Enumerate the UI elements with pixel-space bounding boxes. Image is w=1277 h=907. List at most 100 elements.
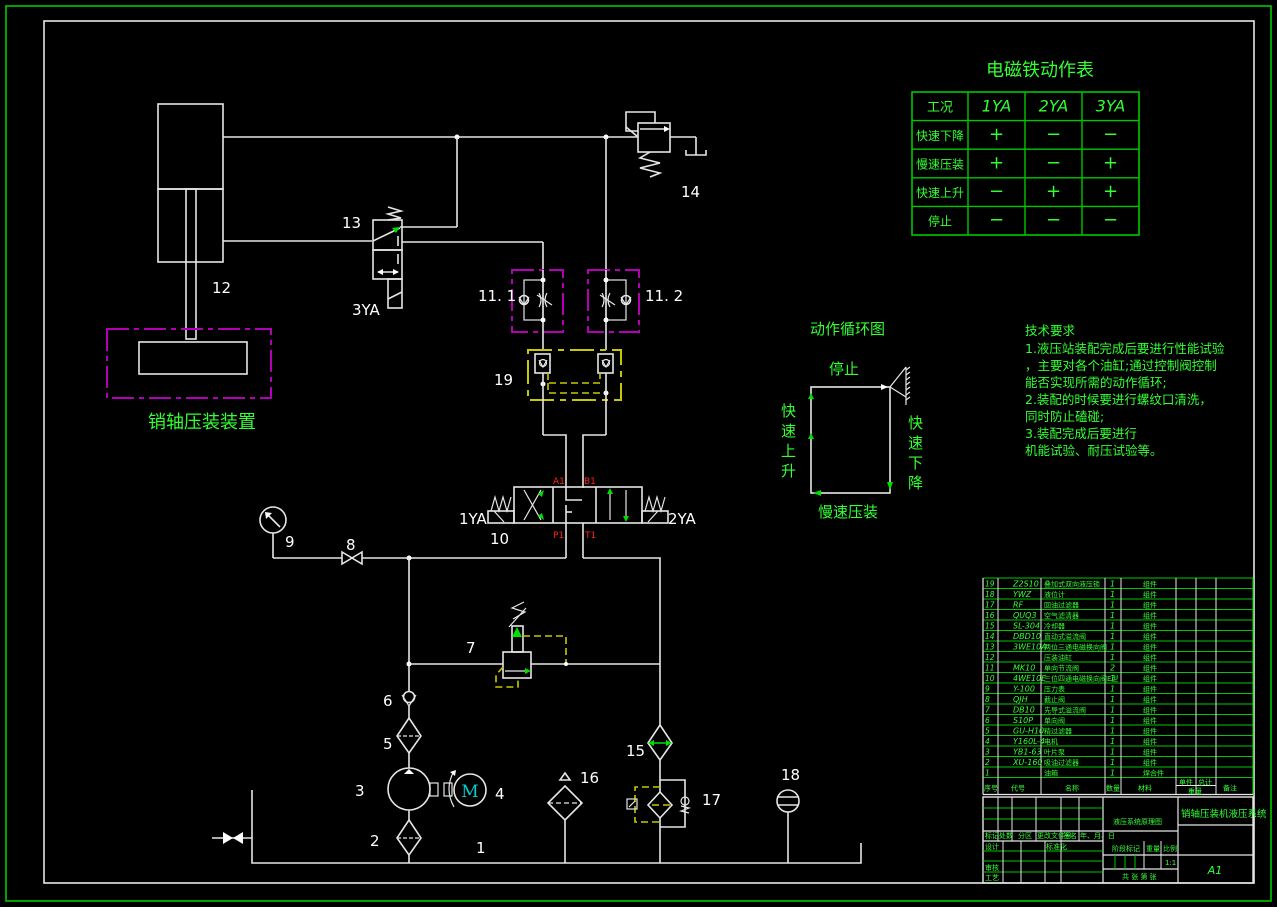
parts-code: S10P xyxy=(1013,716,1033,725)
parts-no: 10 xyxy=(985,674,995,683)
parts-list-header: 数量 xyxy=(1106,784,1120,793)
tech-req-line: 同时防止磕碰; xyxy=(1025,409,1104,424)
parts-no: 14 xyxy=(985,632,995,641)
pressure-gauge-9 xyxy=(259,506,287,558)
label-c5: 5 xyxy=(383,735,393,753)
parts-qty: 1 xyxy=(1110,611,1115,620)
parts-no: 12 xyxy=(985,653,995,662)
solenoid-table-header: 2YA xyxy=(1039,96,1069,115)
cycle-right-char: 下 xyxy=(908,454,923,472)
port-b1: B1 xyxy=(584,477,596,487)
parts-qty: 1 xyxy=(1110,643,1115,652)
parts-type: 组件 xyxy=(1143,758,1157,767)
parts-no: 1 xyxy=(985,769,990,778)
parts-list-header: 材料 xyxy=(1138,784,1152,793)
cycle-left-char: 升 xyxy=(781,462,796,480)
label-c12: 12 xyxy=(212,279,231,297)
solenoid-table-cell: + xyxy=(989,124,1004,145)
parts-type: 组件 xyxy=(1143,716,1157,725)
parts-code: QJH xyxy=(1013,695,1028,704)
tech-req-line: 机能试验、耐压试验等。 xyxy=(1025,443,1163,458)
tb-scale-value: 1:1 xyxy=(1165,859,1176,867)
parts-qty: 1 xyxy=(1110,685,1115,694)
parts-code: Z2S10 xyxy=(1012,580,1039,589)
cycle-diagram xyxy=(808,366,911,496)
tech-req-line: 能否实现所需的动作循环; xyxy=(1025,375,1167,390)
tb-date: 年、月、日 xyxy=(1080,831,1115,840)
stop-valve-8 xyxy=(273,550,409,566)
parts-type: 组件 xyxy=(1143,674,1157,683)
parts-list-header: 代号 xyxy=(1011,784,1025,793)
tech-req-line: 2.装配的时候要进行螺纹口清洗， xyxy=(1025,392,1212,407)
parts-code: Y160L-4 xyxy=(1013,737,1045,746)
throttle-check-valve-11-2 xyxy=(587,269,640,350)
label-c13: 13 xyxy=(342,214,361,232)
parts-type: 组件 xyxy=(1143,611,1157,620)
tb-sheets: 共 张 第 张 xyxy=(1122,872,1157,881)
solenoid-table-cell: 快速上升 xyxy=(916,186,964,200)
tb-sign: 签名 xyxy=(1063,831,1077,840)
tech-req-line: ，主要对各个油缸;通过控制阀控制 xyxy=(1025,358,1217,373)
cycle-slow-press-label: 慢速压装 xyxy=(818,503,878,521)
parts-name: 压装油缸 xyxy=(1044,653,1072,662)
parts-qty: 1 xyxy=(1110,769,1115,778)
hydraulic-lock-19 xyxy=(527,349,622,435)
solenoid-table-header: 3YA xyxy=(1096,96,1126,115)
label-3ya: 3YA xyxy=(352,301,381,319)
cycle-right-char: 速 xyxy=(908,434,923,452)
parts-code: QUQ3 xyxy=(1013,611,1037,620)
parts-name: 先导式溢流阀 xyxy=(1044,706,1086,715)
parts-code: 4WE10E xyxy=(1013,674,1047,683)
parts-qty: 1 xyxy=(1110,716,1115,725)
cycle-left-char: 速 xyxy=(781,422,796,440)
port-p1: P1 xyxy=(553,531,564,541)
outer-frame xyxy=(5,5,1272,902)
parts-code: DBD10 xyxy=(1013,632,1041,641)
label-c3: 3 xyxy=(355,782,365,800)
label-c11-1: 11. 1 xyxy=(478,287,516,305)
parts-name: 两位三通电磁换向阀 xyxy=(1044,643,1107,652)
tech-req-title: 技术要求 xyxy=(1025,323,1076,338)
label-c10: 10 xyxy=(490,530,509,548)
parts-name: 单向阀 xyxy=(1044,716,1065,725)
parts-code: DB10 xyxy=(1013,706,1035,715)
parts-name: 直动式溢流阀 xyxy=(1044,632,1086,641)
solenoid-table-cell: + xyxy=(1103,153,1118,174)
pilot-relief-valve-7 xyxy=(495,601,660,688)
solenoid-table-header: 1YA xyxy=(982,96,1012,115)
label-c2: 2 xyxy=(370,832,380,850)
motor-4: M xyxy=(453,773,487,807)
parts-type: 组件 xyxy=(1143,664,1157,673)
filter-5 xyxy=(396,716,422,768)
parts-type: 焊合件 xyxy=(1143,769,1164,778)
parts-no: 9 xyxy=(985,685,990,694)
parts-code: YWZ xyxy=(1013,590,1032,599)
cylinder-12 xyxy=(157,103,457,340)
tb-design: 设计 xyxy=(985,842,999,851)
parts-qty: 1 xyxy=(1110,727,1115,736)
cycle-left-char: 上 xyxy=(781,442,796,460)
parts-name: 三位四通电磁换向阀E型 xyxy=(1044,674,1118,683)
parts-code: YB1-63 xyxy=(1013,748,1042,757)
oil-tank-1 xyxy=(212,790,862,864)
solenoid-table-cell: − xyxy=(1103,210,1118,231)
throttle-check-valve-11-1 xyxy=(511,269,564,350)
tb-drawing-name: 液压系统原理图 xyxy=(1113,817,1162,826)
tb-zone: 分区 xyxy=(1018,831,1032,840)
parts-code: MK10 xyxy=(1013,664,1035,673)
tb-sheet-size: A1 xyxy=(1207,864,1223,877)
cycle-left-label: 快 速 上 升 xyxy=(781,402,796,480)
parts-code: RF xyxy=(1013,601,1024,610)
